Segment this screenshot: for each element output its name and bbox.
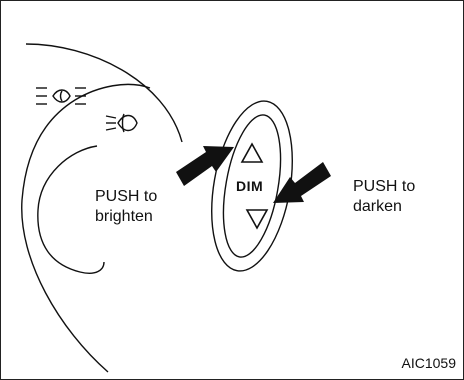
push-darken-line1: PUSH to <box>353 177 415 197</box>
figure-id: AIC1059 <box>402 355 456 371</box>
push-brighten-line2: brighten <box>95 207 157 227</box>
push-brighten-line1: PUSH to <box>95 187 157 207</box>
headlight-high-beam-icon <box>36 88 86 104</box>
panel-outer-edge <box>26 44 182 142</box>
push-darken-line2: darken <box>353 197 415 217</box>
push-brighten-label: PUSH to brighten <box>95 187 157 227</box>
fog-light-icon <box>106 114 137 132</box>
gauge-arc <box>22 84 150 372</box>
dim-switch-label: DIM <box>236 178 263 194</box>
push-darken-label: PUSH to darken <box>353 177 415 217</box>
